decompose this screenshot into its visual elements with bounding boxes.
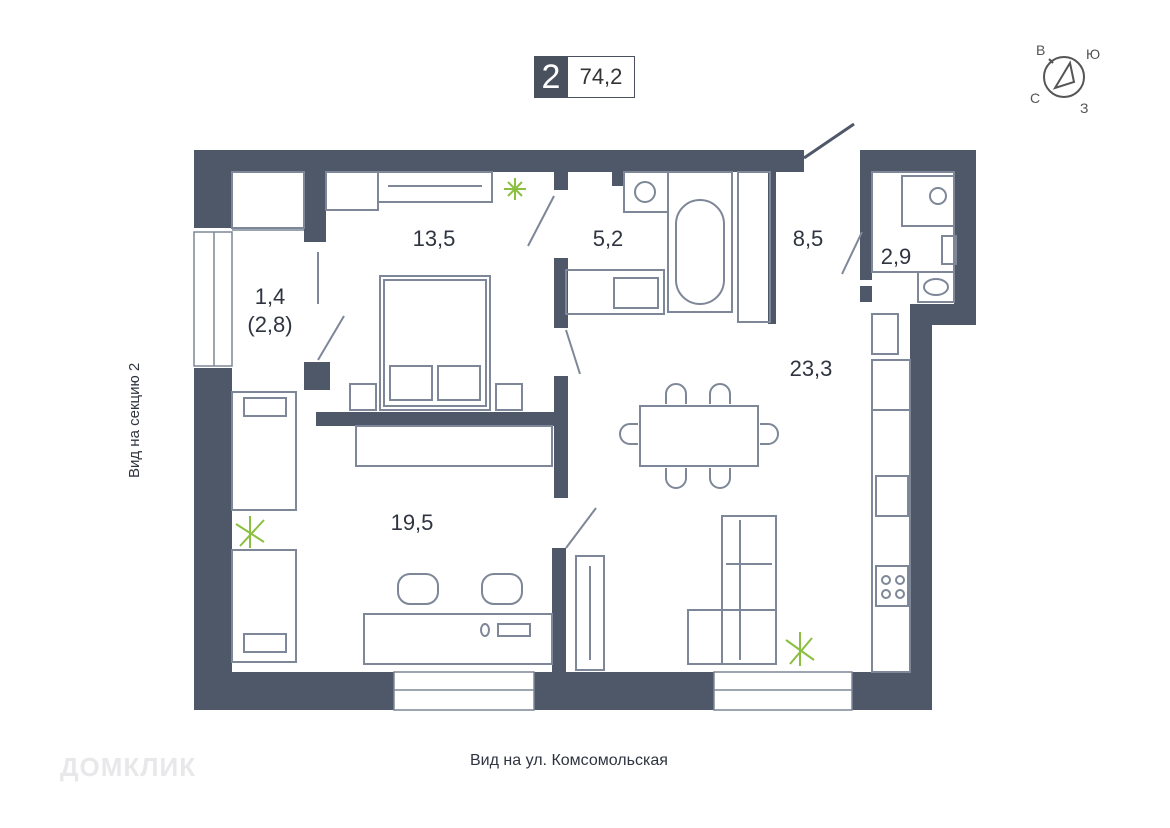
compass-south: З (1080, 100, 1089, 116)
room-balcony-area: 1,4 (254, 284, 286, 309)
room-wardrobe-area: 8,5 (792, 226, 824, 251)
plant-icon (235, 178, 815, 666)
rooms-count-badge: 2 (534, 56, 568, 98)
compass-west: С (1030, 90, 1041, 106)
side-view-caption: Вид на секцию 2 (126, 362, 143, 478)
room-bedroom-area: 13,5 (412, 226, 456, 251)
room-kids-area: 19,5 (390, 510, 434, 535)
watermark-logo: ДОМКЛИК (60, 752, 197, 782)
room-balcony-full-area: (2,8) (247, 312, 293, 337)
room-bathroom-area: 5,2 (592, 226, 624, 251)
bottom-view-caption: Вид на ул. Комсомольская (470, 752, 668, 769)
room-living-area: 23,3 (789, 356, 833, 381)
compass-north: В (1036, 42, 1046, 58)
room-wc-area: 2,9 (880, 244, 912, 269)
compass-east: Ю (1086, 46, 1101, 62)
total-area-badge: 74,2 (568, 56, 635, 98)
